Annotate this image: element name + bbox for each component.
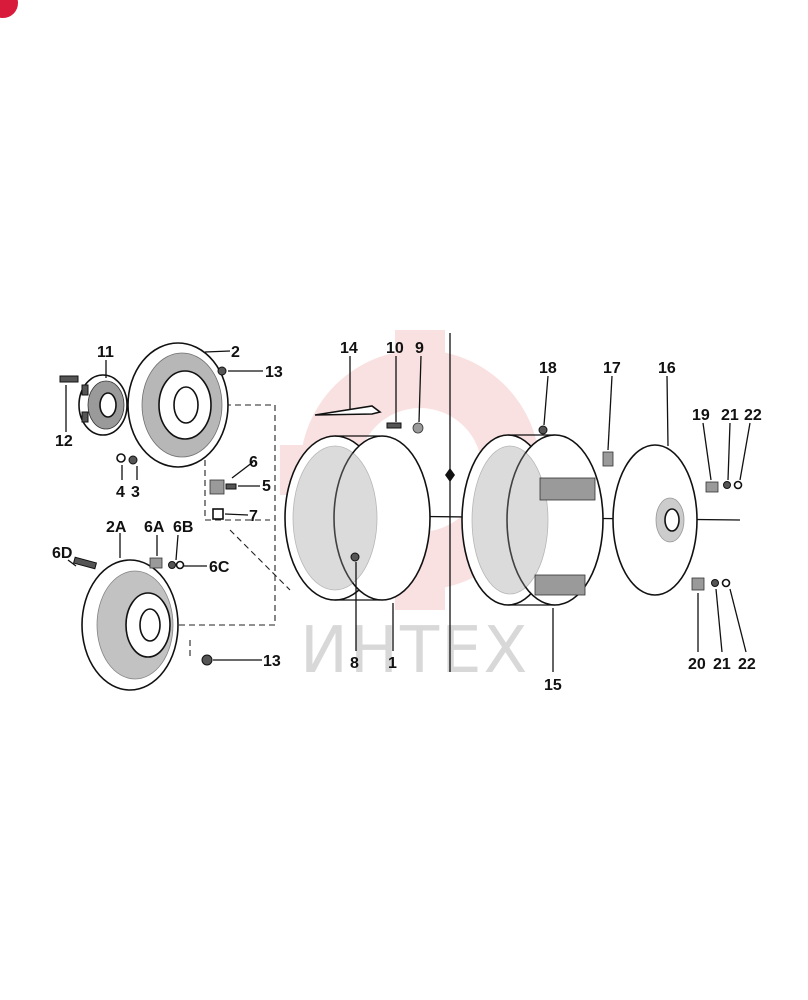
valve-9-part [412, 422, 424, 434]
callout-6c: 6C [209, 559, 230, 576]
callout-21-upper: 21 [721, 407, 739, 424]
leader-lines [65, 350, 751, 672]
rim-right-part [461, 434, 604, 606]
nut-21-lower-part [711, 579, 719, 587]
callout-21-lower: 21 [713, 656, 731, 673]
callout-13-upper: 13 [265, 364, 283, 381]
callout-20: 20 [688, 656, 706, 673]
tire-iron-part [314, 405, 382, 416]
callout-12: 12 [55, 433, 73, 450]
callout-14: 14 [340, 340, 358, 357]
callout-2a: 2A [106, 519, 127, 536]
nut-6b-part [168, 561, 176, 569]
rim-left-part [284, 435, 431, 601]
wheel-disc-lower-part [81, 559, 179, 691]
callout-19: 19 [692, 407, 710, 424]
bolt-6d-part [72, 556, 98, 570]
nut-lower-part [201, 654, 213, 666]
callout-1: 1 [388, 655, 397, 672]
divider-marker-icon [445, 468, 455, 482]
callout-11: 11 [97, 344, 114, 361]
bolt-part [59, 375, 79, 383]
callout-9: 9 [415, 340, 424, 357]
washer-22-lower-part [721, 578, 731, 588]
callout-3: 3 [131, 484, 140, 501]
callout-6d: 6D [52, 545, 72, 562]
valve-10-part [386, 422, 402, 429]
callout-4: 4 [116, 484, 125, 501]
bolt-18-part [538, 425, 548, 435]
corner-badge-icon [0, 0, 18, 18]
callout-18: 18 [539, 360, 557, 377]
nut-21-upper-part [723, 481, 731, 489]
hub-part [78, 374, 128, 436]
clamp-part [209, 479, 237, 520]
callout-16: 16 [658, 360, 676, 377]
callout-7: 7 [249, 508, 258, 525]
callout-8: 8 [350, 655, 359, 672]
washer-part [116, 453, 126, 463]
callout-13-lower: 13 [263, 653, 281, 670]
callout-10: 10 [386, 340, 404, 357]
callout-22-upper: 22 [744, 407, 762, 424]
clamp-20-part [691, 577, 705, 591]
callout-6a: 6A [144, 519, 165, 536]
watermark-text: ИНТЕХ [300, 614, 529, 688]
nut-upper-part [217, 366, 227, 376]
clamp-6a-part [149, 557, 163, 569]
callout-2: 2 [231, 344, 240, 361]
callout-22-lower: 22 [738, 656, 756, 673]
nut-part [128, 455, 138, 465]
washer-6c-part [175, 560, 185, 570]
callout-17: 17 [603, 360, 621, 377]
wheel-disc-right-part [612, 444, 698, 596]
washer-22-upper-part [733, 480, 743, 490]
clamp-17-part [602, 451, 614, 467]
leader-dashed-4 [229, 529, 291, 591]
valve-8-part [350, 552, 360, 562]
callout-15: 15 [544, 677, 562, 694]
callout-6b: 6B [173, 519, 193, 536]
callout-5: 5 [262, 478, 271, 495]
callout-6: 6 [249, 454, 258, 471]
leader-dashed-2 [204, 460, 270, 521]
wheel-disc-upper-part [127, 342, 229, 468]
clamp-19-part [705, 481, 719, 493]
